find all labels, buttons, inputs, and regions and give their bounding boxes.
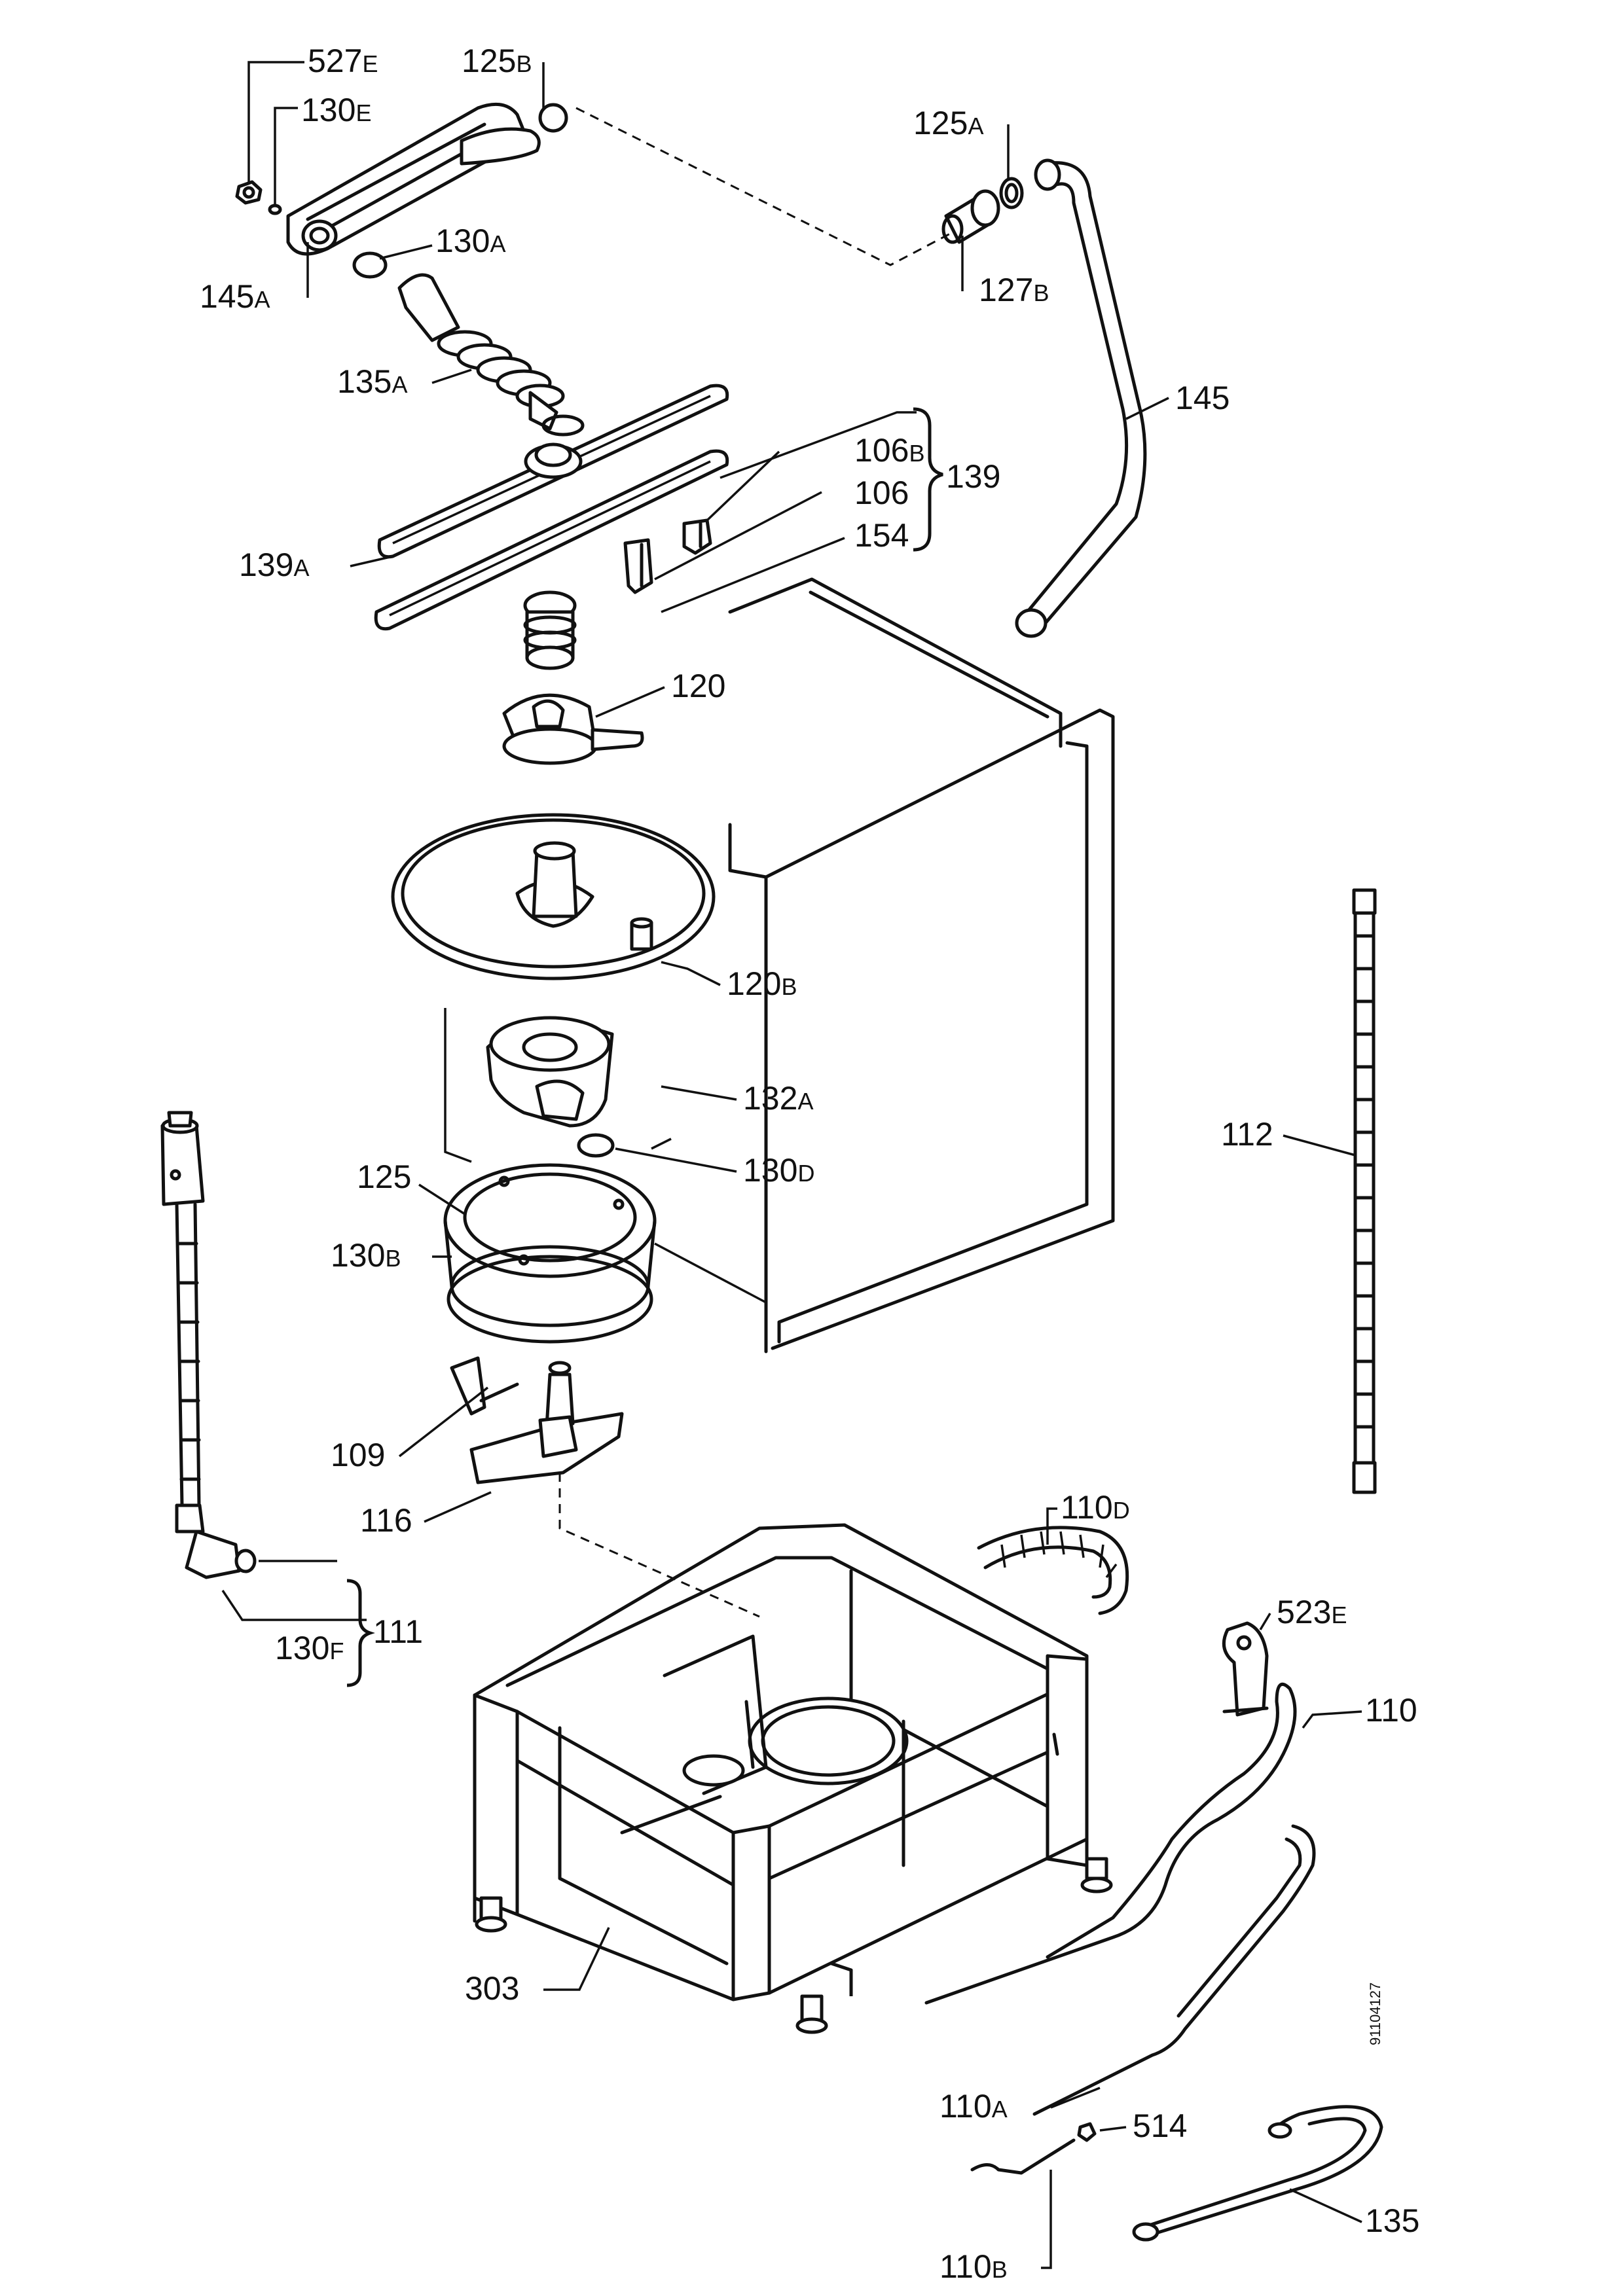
label-139A: 139A	[239, 547, 309, 583]
label-135: 135	[1365, 2202, 1419, 2239]
upper-spray-arm	[286, 102, 541, 256]
o-ring-130E	[268, 204, 282, 215]
label-120B: 120B	[727, 965, 797, 1002]
filter-plate-120B	[391, 813, 716, 980]
seal-ring-125A	[999, 177, 1024, 209]
reference-lines	[558, 107, 953, 1618]
seal-ring-125B	[538, 103, 568, 133]
spray-tube-145	[1015, 158, 1147, 638]
base-frame-303	[473, 1523, 1113, 2034]
label-132A: 132A	[743, 1080, 813, 1117]
o-ring-130A	[352, 251, 388, 279]
spray-arm-hub	[523, 590, 577, 670]
leader-lines	[221, 61, 1362, 2269]
label-145A: 145A	[200, 278, 270, 315]
label-111: 111	[373, 1613, 423, 1650]
label-130A: 130A	[435, 223, 505, 259]
label-120: 120	[671, 668, 725, 704]
label-527E: 527E	[308, 43, 378, 79]
label-110D: 110D	[1061, 1489, 1130, 1526]
label-125B: 125B	[462, 43, 532, 79]
label-130E: 130E	[301, 92, 371, 128]
tube-135	[1132, 2105, 1383, 2242]
sump-132A	[486, 1016, 614, 1128]
brace-111	[346, 1579, 375, 1687]
label-145: 145	[1175, 380, 1230, 416]
label-106: 106	[854, 475, 909, 511]
nut-527E	[235, 180, 263, 205]
o-ring-130D	[577, 1133, 615, 1158]
label-303: 303	[465, 1970, 519, 2007]
label-125: 125	[357, 1158, 411, 1195]
hose-112	[1352, 888, 1377, 1494]
label-110: 110	[1365, 1692, 1417, 1729]
tube-110A	[1032, 1824, 1316, 2116]
clip-514	[1077, 2122, 1097, 2142]
spray-connector-135A	[397, 273, 585, 437]
braces	[346, 407, 943, 1687]
label-130B: 130B	[331, 1237, 401, 1274]
brace-139	[913, 407, 943, 552]
label-130D: 130D	[743, 1152, 814, 1189]
bracket-523E	[1222, 1621, 1269, 1717]
clip-106	[682, 518, 712, 555]
inlet-hose-111	[160, 1111, 241, 1579]
part-labels: 527E 125B 130E 130A 145A 135A 125A 127B …	[200, 43, 1419, 2285]
fitting-127B	[941, 189, 1000, 244]
hose-110D	[977, 1526, 1129, 1615]
label-135A: 135A	[337, 363, 407, 400]
tube-110	[924, 1682, 1297, 2005]
label-109: 109	[331, 1437, 385, 1473]
lower-spray-arm-upper	[377, 384, 729, 559]
tube-110B	[970, 2138, 1076, 2175]
lower-spray-arm-lower	[374, 449, 729, 631]
sump-ring-125	[443, 1163, 657, 1344]
cabinet-outline	[444, 577, 1115, 1354]
holder-116	[469, 1361, 624, 1484]
label-116: 116	[360, 1502, 412, 1539]
label-139: 139	[946, 458, 1000, 495]
label-514: 514	[1133, 2108, 1187, 2144]
label-106B: 106B	[854, 432, 924, 469]
label-523E: 523E	[1277, 1594, 1347, 1630]
label-154: 154	[854, 517, 909, 554]
drawing-code: 91104127	[1367, 1982, 1383, 2045]
label-130F: 130F	[275, 1630, 344, 1666]
label-110B: 110B	[939, 2248, 1008, 2285]
label-112: 112	[1221, 1116, 1273, 1153]
label-127B: 127B	[979, 272, 1049, 308]
nozzle-120	[502, 693, 644, 765]
label-110A: 110A	[939, 2088, 1008, 2125]
bracket-109	[450, 1356, 519, 1416]
label-125A: 125A	[913, 105, 983, 141]
seal-130F	[234, 1549, 257, 1573]
clip-154	[623, 538, 653, 594]
